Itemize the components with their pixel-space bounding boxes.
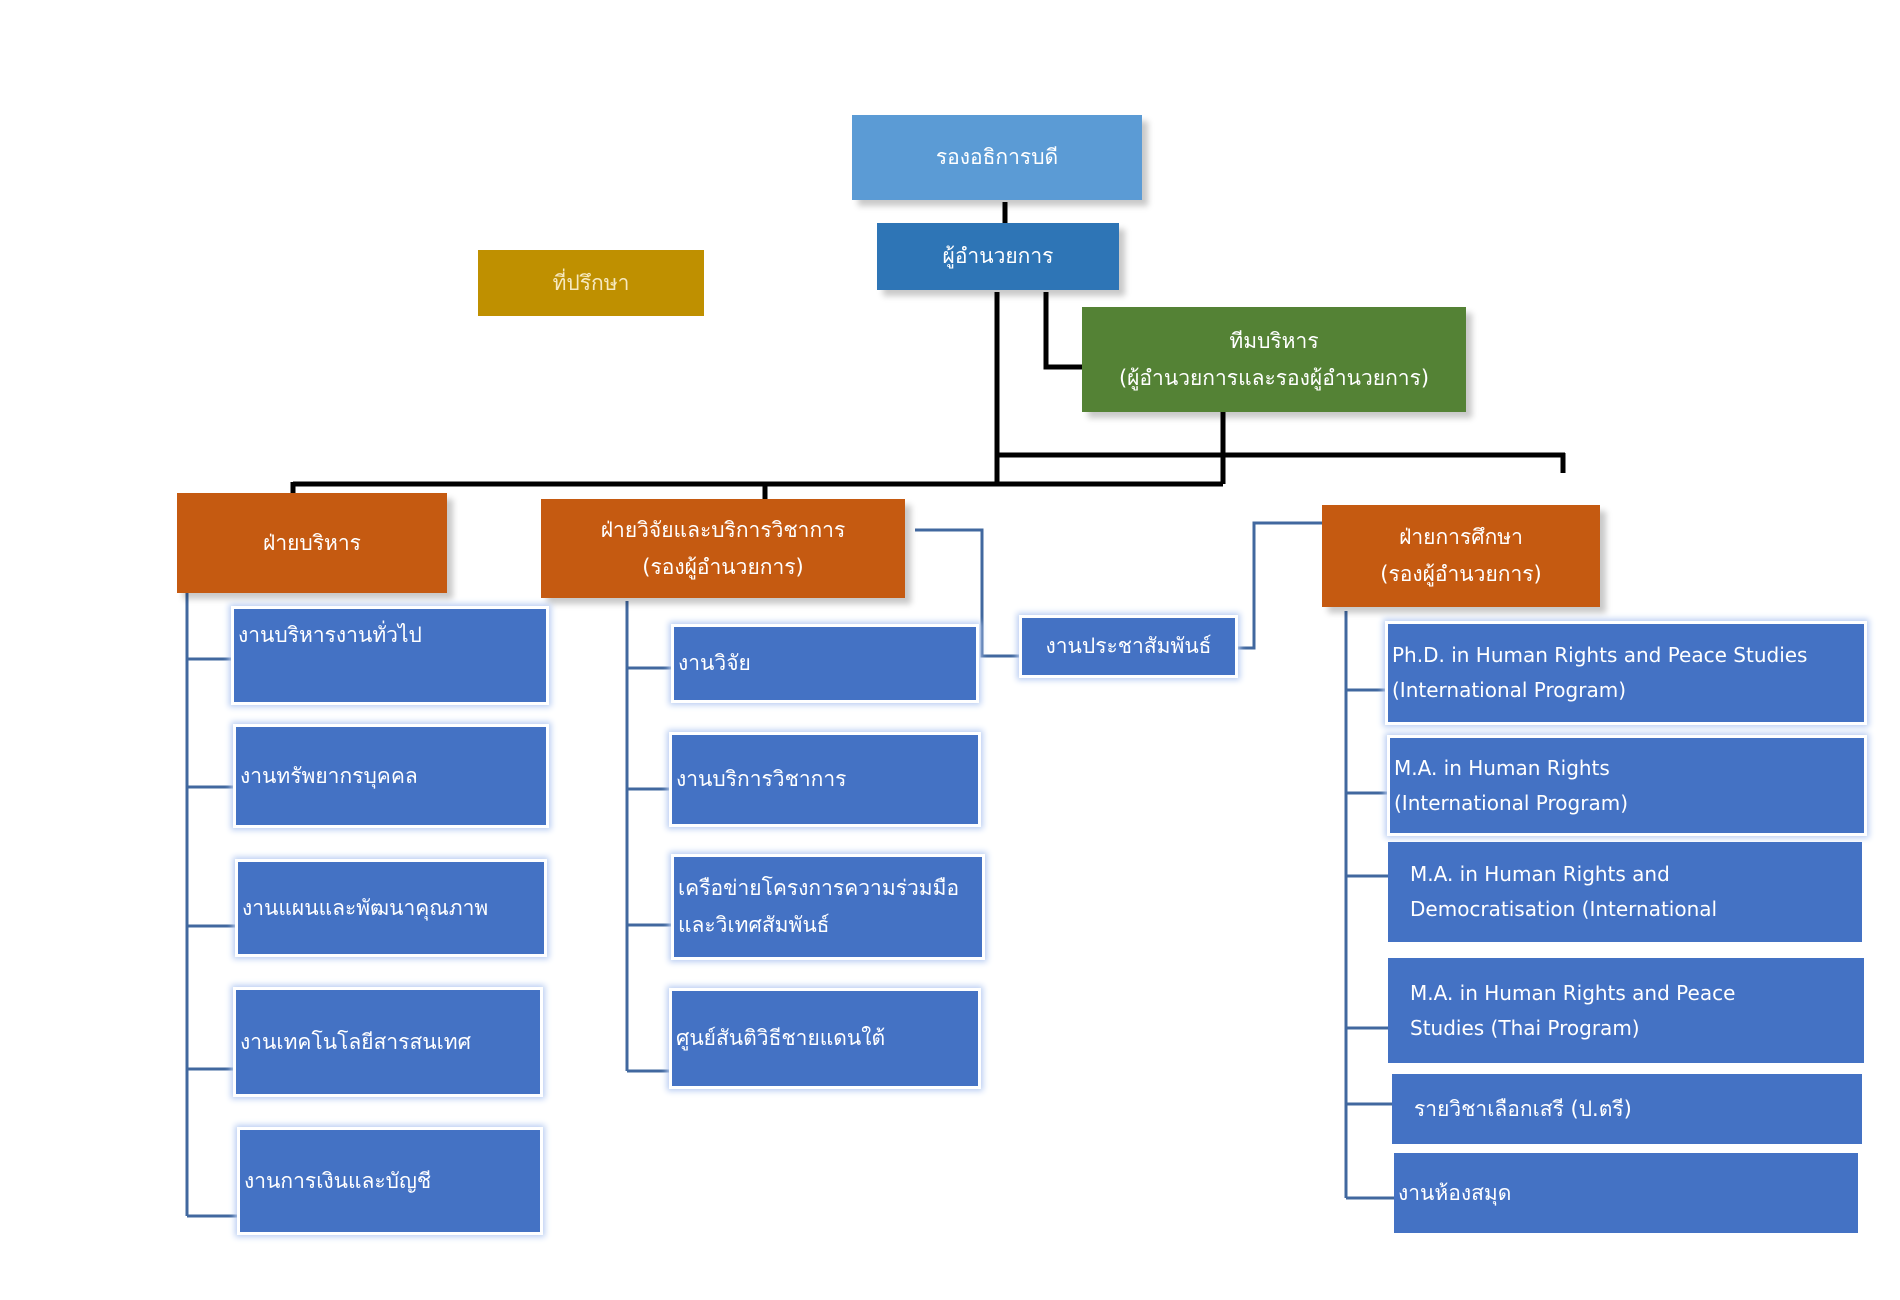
- research-division-label: ฝ่ายวิจัยและบริการวิชาการ: [600, 517, 846, 542]
- research-unit-label: งานวิจัย: [678, 651, 751, 676]
- admin-unit-label: งานแผนและพัฒนาคุณภาพ: [242, 895, 489, 920]
- admin-unit-box: งานบริหารงานทั่วไป: [234, 609, 546, 702]
- research-unit-label: งานบริการวิชาการ: [676, 767, 847, 792]
- vice-rector-label: รองอธิการบดี: [935, 145, 1059, 170]
- director-box: ผู้อำนวยการ: [877, 223, 1119, 290]
- administration-division-label: ฝ่ายบริหาร: [263, 530, 361, 555]
- research-division-sublabel: (รองผู้อำนวยการ): [642, 554, 804, 579]
- public-relations-box: งานประชาสัมพันธ์: [1022, 618, 1235, 675]
- admin-unit-label: งานการเงินและบัญชี: [244, 1168, 432, 1193]
- research-unit-box: งานบริการวิชาการ: [672, 735, 978, 824]
- vice-rector-box: รองอธิการบดี: [852, 115, 1142, 200]
- advisor-label: ที่ปรึกษา: [552, 270, 630, 295]
- research-unit-box: งานวิจัย: [674, 627, 976, 700]
- management-team-sublabel: (ผู้อำนวยการและรองผู้อำนวยการ): [1118, 365, 1430, 390]
- research-unit-box: ศูนย์สันติวิธีชายแดนใต้: [672, 991, 978, 1086]
- education-unit-label: M.A. in Human Rights and Peace: [1410, 980, 1736, 1005]
- management-team-box: ทีมบริหาร (ผู้อำนวยการและรองผู้อำนวยการ): [1082, 307, 1466, 412]
- admin-unit-box: งานแผนและพัฒนาคุณภาพ: [238, 862, 544, 954]
- advisor-box: ที่ปรึกษา: [478, 250, 704, 316]
- admin-unit-label: งานบริหารงานทั่วไป: [238, 623, 422, 647]
- unit-connectors: [185, 521, 1394, 1218]
- admin-unit-label: งานเทคโนโลยีสารสนเทศ: [240, 1029, 471, 1054]
- research-unit-sublabel: และวิเทศสัมพันธ์: [678, 913, 830, 937]
- education-division-sublabel: (รองผู้อำนวยการ): [1380, 562, 1542, 586]
- management-team-label: ทีมบริหาร: [1229, 328, 1319, 353]
- education-unit-box: Ph.D. in Human Rights and Peace Studies …: [1388, 624, 1864, 722]
- education-unit-label: M.A. in Human Rights and: [1410, 862, 1670, 886]
- research-to-pr-line: [915, 528, 1022, 658]
- admin-unit-box: งานการเงินและบัญชี: [240, 1130, 540, 1232]
- research-unit-label: เครือข่ายโครงการความร่วมมือ: [678, 876, 960, 901]
- education-unit-sublabel: (International Program): [1394, 790, 1628, 815]
- main-connectors: [290, 202, 1566, 499]
- education-unit-label: งานห้องสมุด: [1398, 1180, 1512, 1205]
- education-unit-box: M.A. in Human Rights and Peace Studies (…: [1388, 958, 1864, 1063]
- education-unit-box: งานห้องสมุด: [1394, 1153, 1858, 1233]
- education-unit-label: M.A. in Human Rights: [1394, 755, 1610, 780]
- education-unit-sublabel: Studies (Thai Program): [1410, 1015, 1640, 1040]
- education-division-label: ฝ่ายการศึกษา: [1399, 525, 1523, 550]
- education-division-box: ฝ่ายการศึกษา (รองผู้อำนวยการ): [1322, 505, 1600, 607]
- admin-unit-box: งานทรัพยากรบุคคล: [236, 727, 546, 825]
- education-unit-sublabel: (International Program): [1392, 678, 1626, 702]
- education-unit-box: M.A. in Human Rights (International Prog…: [1390, 738, 1864, 833]
- research-unit-label: ศูนย์สันติวิธีชายแดนใต้: [676, 1026, 886, 1051]
- education-unit-label: รายวิชาเลือกเสรี (ป.ตรี): [1414, 1096, 1632, 1121]
- director-to-team-line: [1043, 292, 1082, 370]
- director-label: ผู้อำนวยการ: [942, 244, 1054, 269]
- administration-division-box: ฝ่ายบริหาร: [177, 493, 447, 593]
- research-division-box: ฝ่ายวิจัยและบริการวิชาการ (รองผู้อำนวยกา…: [541, 499, 905, 598]
- education-unit-sublabel: Democratisation (International: [1410, 897, 1718, 921]
- public-relations-label: งานประชาสัมพันธ์: [1045, 634, 1212, 659]
- education-to-pr-line: [1235, 521, 1322, 650]
- education-unit-label: Ph.D. in Human Rights and Peace Studies: [1392, 643, 1808, 667]
- admin-unit-box: งานเทคโนโลยีสารสนเทศ: [236, 990, 540, 1094]
- education-unit-box: รายวิชาเลือกเสรี (ป.ตรี): [1392, 1074, 1862, 1144]
- admin-unit-label: งานทรัพยากรบุคคล: [240, 763, 418, 788]
- education-unit-box: M.A. in Human Rights and Democratisation…: [1388, 842, 1862, 942]
- research-unit-box: เครือข่ายโครงการความร่วมมือ และวิเทศสัมพ…: [674, 857, 982, 957]
